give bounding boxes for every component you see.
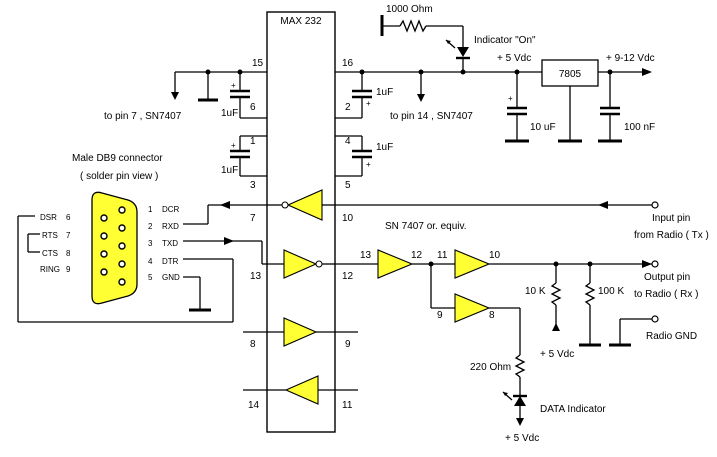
pin-14: 14 [248, 400, 260, 411]
pin-11: 11 [342, 400, 353, 411]
pin-16: 16 [342, 58, 354, 69]
cap-label-c: 1uF [221, 165, 238, 176]
gate-pin-10: 10 [489, 250, 501, 261]
to-radio-label: to Radio ( Rx ) [634, 289, 698, 300]
output-pin-label: Output pin [644, 272, 690, 283]
db9-dcr: DCR [162, 205, 180, 214]
pin-3: 3 [250, 180, 256, 191]
svg-text:+: + [231, 141, 236, 150]
db9-dsr: DSR [40, 213, 57, 222]
db9-rts: RTS [42, 231, 58, 240]
db9-subtitle: ( solder pin view ) [80, 171, 158, 182]
db9-ring: RING [40, 265, 60, 274]
db9-txd: TXD [162, 239, 178, 248]
gate-pin-8: 8 [489, 310, 495, 321]
pin-1: 1 [250, 136, 256, 147]
pin-15: 15 [252, 58, 264, 69]
db9-title: Male DB9 connector [72, 153, 163, 164]
regulator-label: 7805 [559, 69, 582, 80]
r1000-label: 1000 Ohm [386, 4, 433, 15]
vdc5-top-label: + 5 Vdc [497, 53, 531, 64]
cap-label-a: 1uF [221, 108, 238, 119]
svg-text:+: + [366, 160, 371, 169]
db9-ring-num: 9 [66, 265, 71, 274]
svg-text:+: + [366, 99, 371, 108]
pin-9: 9 [345, 339, 351, 350]
input-pin-label: Input pin [652, 213, 690, 224]
sn7407-gates [335, 249, 659, 426]
left-top-network: + + [171, 69, 267, 177]
max232-buffers [243, 189, 358, 405]
db9-dtr: DTR [162, 257, 179, 266]
pin-7: 7 [250, 213, 256, 224]
pin-4: 4 [345, 136, 351, 147]
cap-10uf-label: 10 uF [530, 122, 556, 133]
gate-pin-9: 9 [437, 310, 443, 321]
db9-rts-num: 7 [66, 231, 71, 240]
input-line [17, 201, 659, 323]
from-radio-label: from Radio ( Tx ) [634, 230, 709, 241]
db9-cts: CTS [42, 249, 58, 258]
db9-rxd: RXD [162, 222, 179, 231]
data-indicator-label: DATA Indicator [540, 404, 606, 415]
pin-6: 6 [250, 102, 256, 113]
db9-pin4-num: 4 [148, 257, 153, 266]
db9-cts-num: 8 [66, 249, 71, 258]
svg-text:+: + [231, 81, 236, 90]
output-resistors [550, 264, 659, 347]
vdc5-bottom-label: + 5 Vdc [505, 433, 539, 444]
db9-pin5-num: 5 [148, 273, 153, 282]
pin-10: 10 [342, 213, 354, 224]
max232-label: MAX 232 [280, 16, 322, 27]
db9-pin1-num: 1 [148, 205, 153, 214]
gates-label: SN 7407 or. equiv. [385, 221, 467, 232]
cap-label-d: 1uF [376, 142, 393, 153]
supply-rail: + [335, 59, 652, 143]
pin-5: 5 [345, 180, 351, 191]
vdc912-label: + 9-12 Vdc [606, 53, 655, 64]
cap-100nf-label: 100 nF [624, 122, 655, 133]
regulator-7805 [541, 59, 599, 87]
cap-label-b: 1uF [376, 87, 393, 98]
vdc5-mid-label: + 5 Vdc [540, 349, 574, 360]
db9-pin2-num: 2 [148, 222, 153, 231]
gate-pin-12: 12 [411, 250, 423, 261]
db9-pin3-num: 3 [148, 239, 153, 248]
pin-2: 2 [345, 102, 351, 113]
db9-dsr-num: 6 [66, 213, 71, 222]
to-pin14-label: to pin 14 , SN7407 [390, 111, 473, 122]
pin-13: 13 [250, 271, 262, 282]
pin-12: 12 [342, 271, 354, 282]
db9-gnd: GND [162, 273, 180, 282]
db9-connector [91, 191, 138, 305]
svg-text:+: + [508, 94, 513, 103]
max232-chip [266, 11, 336, 433]
r220-label: 220 Ohm [470, 362, 511, 373]
pin-8: 8 [250, 339, 256, 350]
r10k-label: 10 K [525, 286, 546, 297]
gate-pin-13: 13 [360, 250, 372, 261]
right-cap-network: + + [335, 69, 372, 177]
to-pin7-label: to pin 7 , SN7407 [104, 111, 182, 122]
r100k-label: 100 K [598, 286, 624, 297]
rts-cts-jumper [27, 233, 40, 253]
radio-gnd-label: Radio GND [646, 331, 697, 342]
indicator-on-label: Indicator "On" [474, 35, 536, 46]
gate-pin-11: 11 [437, 250, 448, 261]
indicator-on-led [380, 15, 470, 72]
